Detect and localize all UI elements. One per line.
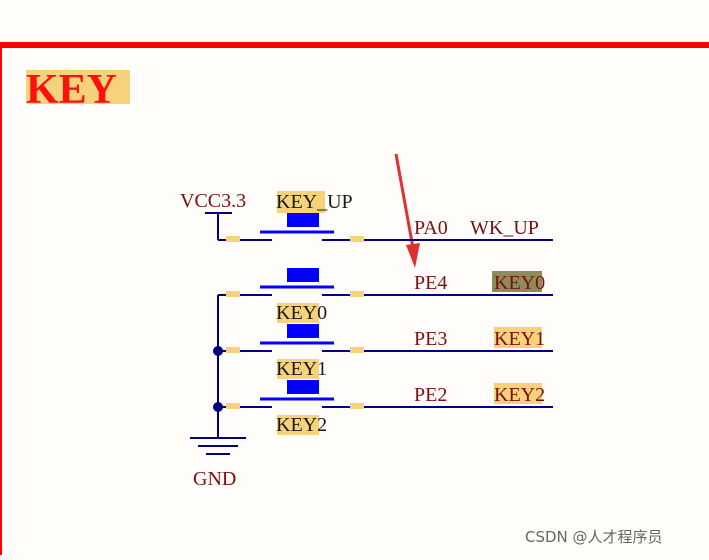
net-label: KEY1	[494, 328, 545, 350]
pin-label: PE3	[414, 328, 447, 350]
switch-name-label: KEY0	[276, 302, 327, 324]
switch-name-label: KEY2	[276, 414, 327, 436]
pin-label: PA0	[414, 217, 448, 239]
switch-row-key0: KEY0 PE4 KEY0	[218, 268, 553, 324]
heading-highlight	[26, 70, 130, 104]
net-label: KEY2	[494, 384, 545, 406]
switch-row-key2: KEY2 PE2 KEY2	[218, 380, 553, 436]
ground-symbol	[190, 437, 246, 455]
gnd-label: GND	[193, 468, 236, 490]
switch-name-label: KEY_UP	[276, 191, 353, 213]
switch-button	[287, 324, 319, 338]
switch-button	[287, 380, 319, 394]
switch-row-key-up: KEY_UP PA0 WK_UP	[218, 191, 553, 242]
net-label: KEY0	[494, 272, 545, 294]
pin-label: PE2	[414, 384, 447, 406]
annotation-arrow	[394, 153, 420, 268]
switch-name-label: KEY1	[276, 358, 327, 380]
page-title: KEY	[26, 67, 117, 113]
net-label: WK_UP	[470, 217, 539, 239]
vcc-label: VCC3.3	[180, 190, 246, 212]
pin-label: PE4	[414, 272, 447, 294]
switch-row-key1: KEY1 PE3 KEY1	[218, 324, 553, 380]
switch-button	[287, 213, 319, 227]
switch-button	[287, 268, 319, 282]
watermark: CSDN @人才程序员	[525, 528, 663, 546]
